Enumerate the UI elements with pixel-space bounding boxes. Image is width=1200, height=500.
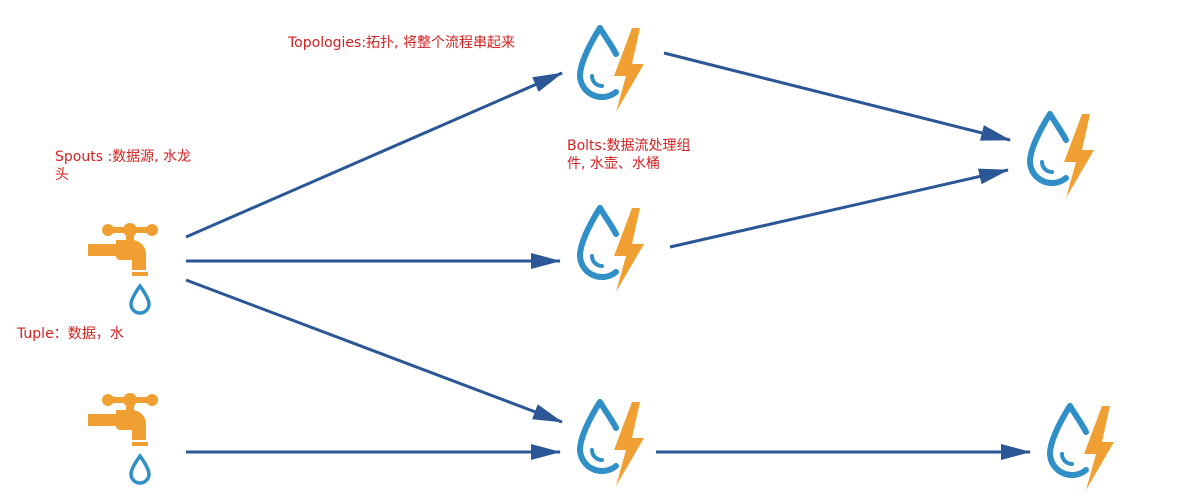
- water-faucet-icon: [86, 391, 160, 485]
- drop-lightning-icon: [580, 28, 644, 112]
- spouts-label-line1: Spouts :数据源, 水龙: [55, 149, 192, 165]
- spout-2: [86, 391, 160, 485]
- bolts-label-line1: Bolts:数据流处理组: [567, 138, 691, 154]
- drop-lightning-icon: [1030, 114, 1094, 198]
- bolt-right-top: [1030, 114, 1094, 198]
- edge-bolt-mid-bolt-right-top: [669, 168, 1009, 249]
- tuple-label: Tuple：数据，水: [17, 326, 124, 342]
- edge-spout1-bolt-top: [185, 71, 563, 239]
- bolt-top: [580, 28, 644, 112]
- bolts-label-line2: 件, 水壶、水桶: [567, 156, 660, 172]
- bolt-mid: [580, 208, 644, 292]
- bolt-low: [580, 402, 644, 486]
- edges: [185, 51, 1031, 460]
- spouts-label: Spouts :数据源, 水龙 头: [55, 148, 191, 184]
- water-faucet-icon: [86, 221, 160, 315]
- spouts-label-line2: 头: [55, 167, 69, 183]
- bolt-right-low: [1050, 406, 1114, 490]
- edge-spout1-bolt-low: [185, 278, 563, 424]
- drop-lightning-icon: [580, 208, 644, 292]
- spout-1: [86, 221, 160, 315]
- drop-lightning-icon: [1050, 406, 1114, 490]
- topologies-label: Topologies:拓扑, 将整个流程串起来: [288, 35, 515, 51]
- bolts-label: Bolts:数据流处理组 件, 水壶、水桶: [567, 137, 691, 173]
- drop-lightning-icon: [580, 402, 644, 486]
- edge-bolt-top-bolt-right-top: [663, 51, 1011, 142]
